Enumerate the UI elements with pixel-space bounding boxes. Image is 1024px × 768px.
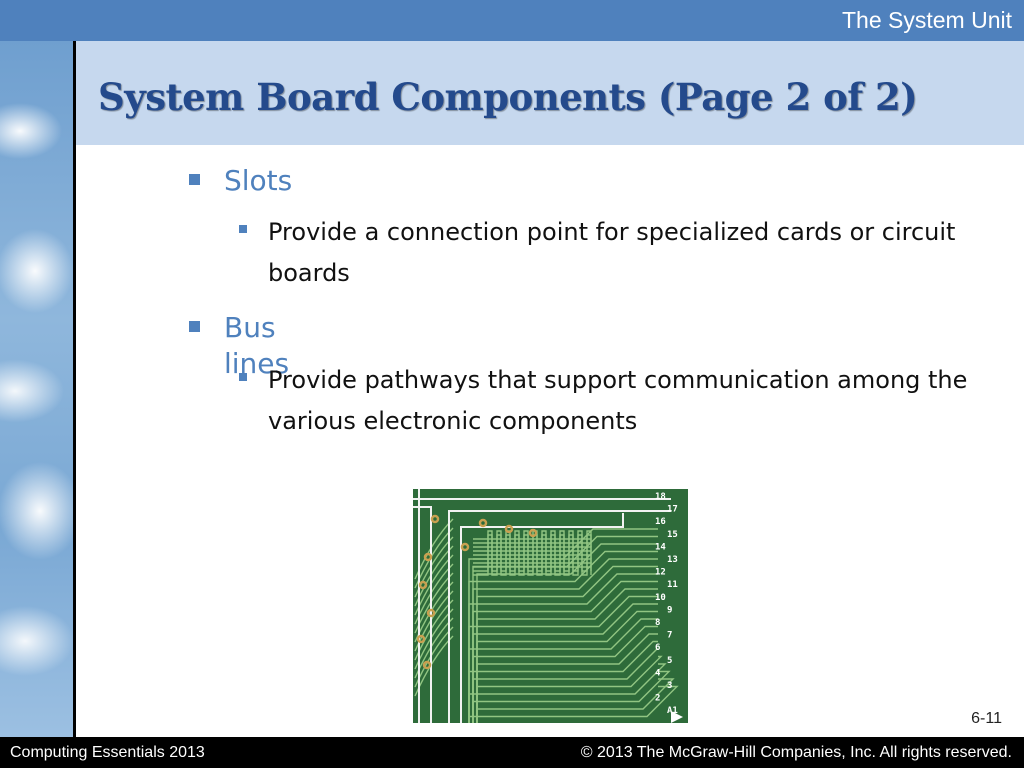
board-edge-label: 7 bbox=[667, 631, 672, 641]
board-edge-label: A1 bbox=[667, 706, 678, 716]
square-bullet-icon bbox=[239, 225, 247, 233]
footer-copyright: © 2013 The McGraw-Hill Companies, Inc. A… bbox=[580, 744, 1012, 761]
divider-line bbox=[73, 41, 76, 737]
sub-bullet-slots: Provide a connection point for specializ… bbox=[239, 212, 968, 294]
footer-bar: Computing Essentials 2013 © 2013 The McG… bbox=[0, 737, 1024, 768]
board-edge-label: 9 bbox=[667, 605, 672, 615]
square-bullet-icon bbox=[189, 321, 200, 332]
board-edge-label: 13 bbox=[667, 555, 678, 565]
header-bar: The System Unit bbox=[0, 0, 1024, 41]
sky-decoration bbox=[0, 41, 73, 737]
footer-course: Computing Essentials 2013 bbox=[10, 744, 205, 761]
sub-bullet-bus-lines: Provide pathways that support communicat… bbox=[239, 360, 968, 442]
board-edge-label: 5 bbox=[667, 656, 672, 666]
board-edge-label: 15 bbox=[667, 530, 678, 540]
board-edge-label: 17 bbox=[667, 505, 678, 515]
square-bullet-icon bbox=[189, 174, 200, 185]
sub-bullet-text: Provide pathways that support communicat… bbox=[268, 366, 968, 435]
board-edge-label: 3 bbox=[667, 681, 672, 691]
board-edge-label: 4 bbox=[655, 668, 661, 678]
sub-bullet-text: Provide a connection point for specializ… bbox=[268, 218, 956, 287]
slide-title: System Board Components (Page 2 of 2) bbox=[98, 75, 918, 119]
page-number: 6-11 bbox=[971, 710, 1002, 727]
board-edge-label: 10 bbox=[655, 593, 666, 603]
bullet-label: Bus lines bbox=[224, 311, 290, 380]
title-band: System Board Components (Page 2 of 2) bbox=[76, 41, 1024, 145]
board-edge-label: 6 bbox=[655, 643, 660, 653]
board-edge-label: 12 bbox=[655, 568, 666, 578]
section-title: The System Unit bbox=[842, 7, 1012, 33]
bullet-label: Slots bbox=[224, 164, 293, 197]
bullet-bus-lines: Bus lines bbox=[189, 310, 289, 382]
board-edge-label: 8 bbox=[655, 618, 660, 628]
board-edge-label: 11 bbox=[667, 580, 678, 590]
board-edge-label: 16 bbox=[655, 517, 666, 527]
board-edge-label: 14 bbox=[655, 542, 666, 552]
board-edge-label: 18 bbox=[655, 492, 666, 502]
board-edge-label: 2 bbox=[655, 694, 660, 704]
bullet-slots: Slots bbox=[189, 163, 292, 199]
square-bullet-icon bbox=[239, 373, 247, 381]
